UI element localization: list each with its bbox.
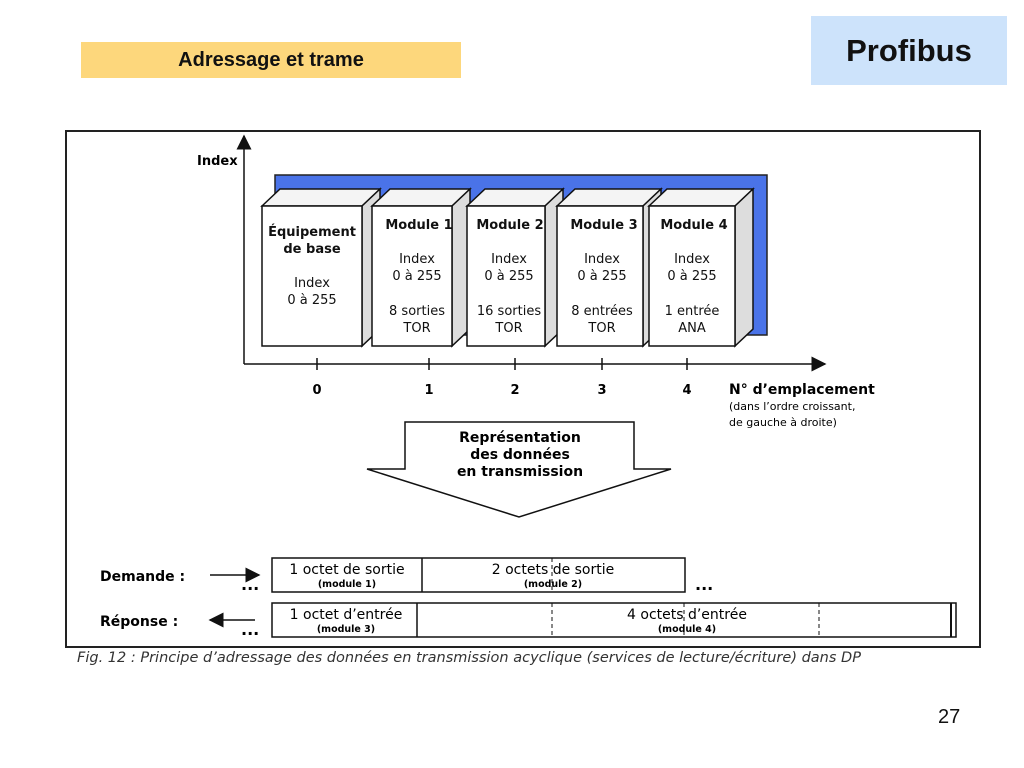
module-2 (465, 187, 565, 348)
module-line: TOR (402, 321, 430, 336)
module-line: 0 à 255 (484, 269, 533, 284)
y-axis-label: Index (197, 154, 238, 169)
request-ellipsis-right: ... (695, 575, 713, 594)
slot-label: 4 (682, 383, 691, 398)
arrow-text: des données (470, 447, 570, 463)
module-title: Équipement (268, 224, 356, 240)
section-title-banner: Adressage et trame (81, 42, 461, 78)
module-line: 16 sorties (477, 304, 541, 319)
request-cell-title: 2 octets de sortie (492, 562, 615, 578)
module-line: Index (674, 252, 710, 267)
module-line: ANA (678, 321, 706, 336)
response-label: Réponse : (100, 614, 178, 630)
response-cell-sub: (module 4) (658, 624, 716, 635)
module-1 (370, 187, 472, 348)
module-title: Module 2 (476, 218, 543, 233)
slot-label: 1 (424, 383, 433, 398)
module-line: 1 entrée (665, 304, 720, 319)
addressing-diagram: Équipement de base Index 0 à 255 Module … (100, 134, 957, 639)
response-cell-title: 4 octets d’entrée (627, 607, 747, 623)
page-number: 27 (938, 706, 961, 728)
response-cell-sub: (module 3) (317, 624, 375, 635)
request-frame (271, 557, 686, 593)
x-axis-note: de gauche à droite) (729, 416, 837, 429)
slot-label: 2 (510, 383, 519, 398)
module-line: 8 entrées (571, 304, 633, 319)
module-line: Index (584, 252, 620, 267)
slot-label: 0 (312, 383, 321, 398)
x-axis-note: (dans l’ordre croissant, (729, 400, 855, 413)
transmission-arrow (366, 421, 672, 518)
module-line: Index (491, 252, 527, 267)
request-label: Demande : (100, 569, 185, 585)
module-line: 0 à 255 (577, 269, 626, 284)
response-ellipsis: ... (241, 620, 259, 639)
module-base (260, 187, 382, 348)
module-line: Index (399, 252, 435, 267)
module-title: Module 3 (570, 218, 637, 233)
module-line: TOR (494, 321, 522, 336)
module-line: 0 à 255 (667, 269, 716, 284)
brand-title: Profibus (846, 32, 972, 68)
section-title: Adressage et trame (178, 48, 364, 71)
module-line: 8 sorties (389, 304, 445, 319)
module-line: 0 à 255 (392, 269, 441, 284)
request-cell-sub: (module 1) (318, 579, 376, 590)
x-axis-label: N° d’emplacement (729, 382, 875, 398)
module-line: TOR (587, 321, 615, 336)
module-line: Index (294, 276, 330, 291)
module-4 (647, 187, 755, 348)
brand-box: Profibus (811, 16, 1007, 85)
figure-caption: Fig. 12 : Principe d’adressage des donné… (77, 650, 861, 666)
modules-group (260, 187, 755, 348)
arrow-text: Représentation (459, 430, 581, 446)
request-ellipsis-left: ... (241, 575, 259, 594)
module-title: de base (283, 242, 340, 257)
module-title: Module 1 (385, 218, 452, 233)
request-cell-title: 1 octet de sortie (289, 562, 404, 578)
response-frame (271, 602, 957, 638)
figure-frame: Équipement de base Index 0 à 255 Module … (65, 130, 981, 648)
request-cell-sub: (module 2) (524, 579, 582, 590)
response-cell-title: 1 octet d’entrée (290, 607, 403, 623)
arrow-text: en transmission (457, 464, 583, 480)
module-3 (555, 187, 663, 348)
slot-label: 3 (597, 383, 606, 398)
module-line: 0 à 255 (287, 293, 336, 308)
module-title: Module 4 (660, 218, 727, 233)
